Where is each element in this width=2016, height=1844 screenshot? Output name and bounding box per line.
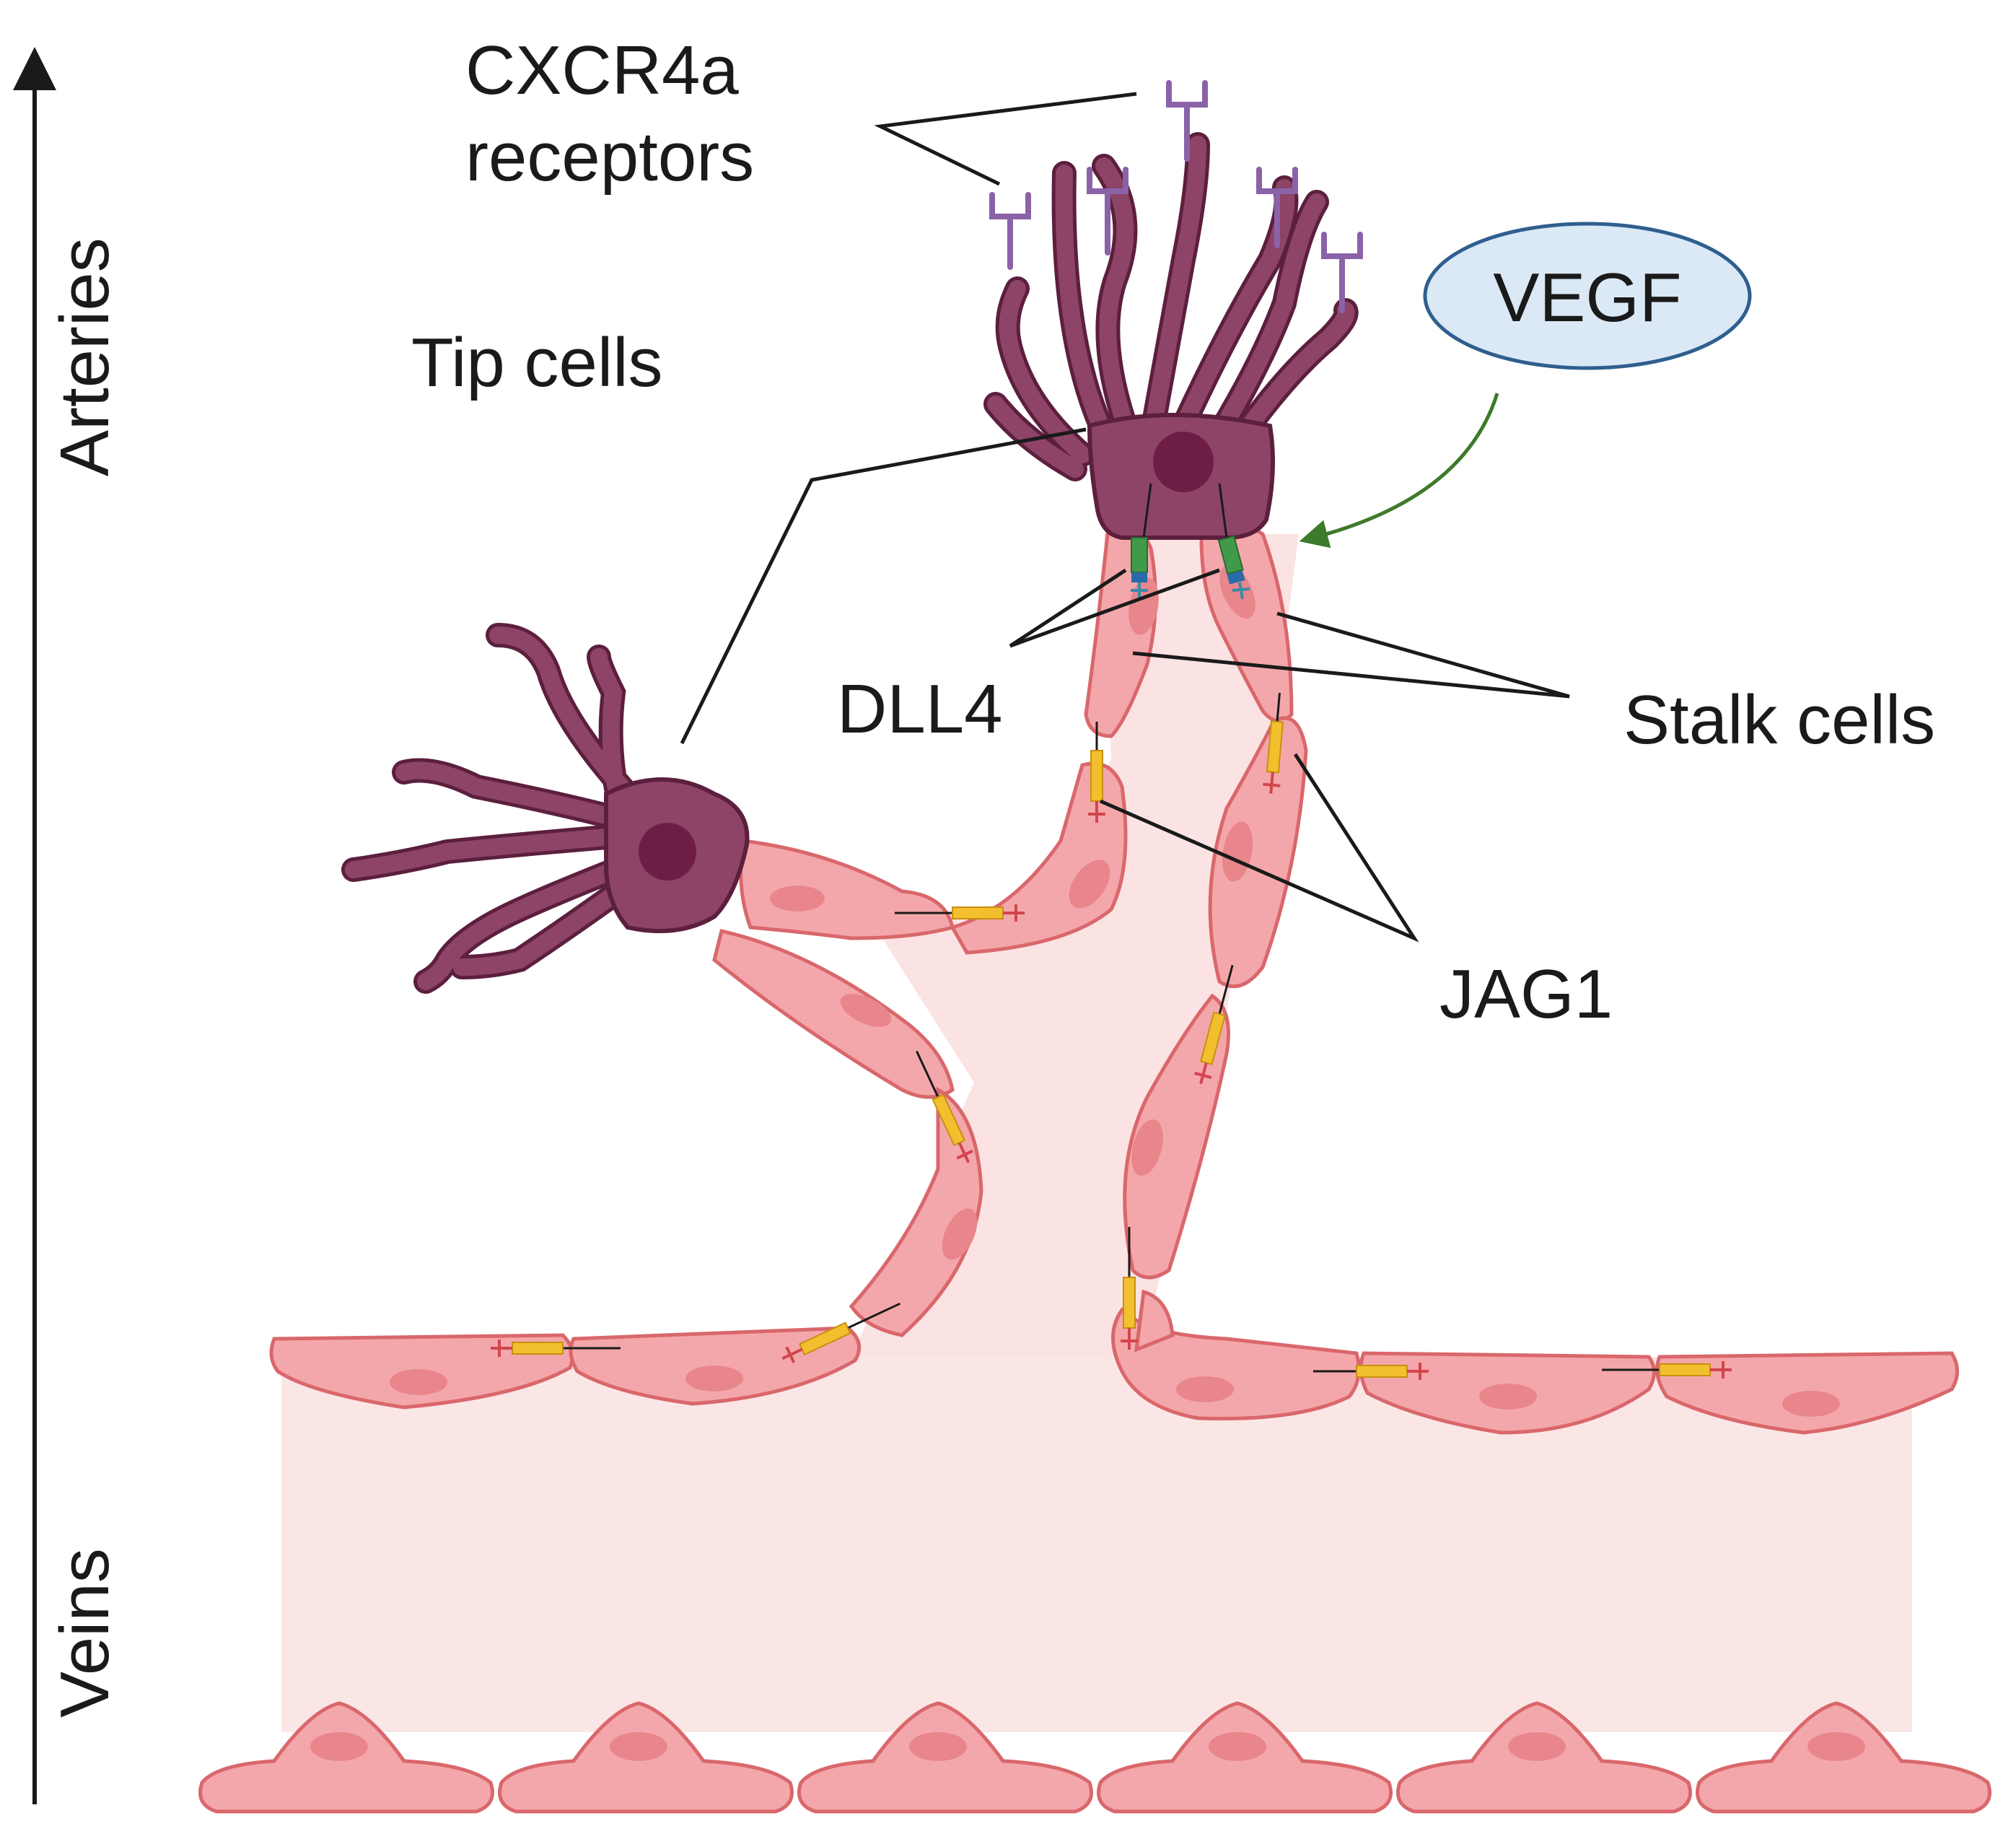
receptor-icon: [1256, 167, 1298, 248]
left-stalk-cell-4: [849, 1086, 983, 1337]
tip-cell-left-nucleus: [639, 823, 696, 881]
jag1-marker: [916, 1050, 973, 1163]
tip-cell-top-nucleus: [1153, 432, 1214, 492]
receptor-icon: [1087, 167, 1128, 255]
dll4-markers: [1131, 483, 1250, 600]
dll4-label: DLL4: [837, 670, 1003, 748]
left-stalk-cell-3: [712, 929, 955, 1099]
tip-cells-leader: [680, 427, 1087, 745]
jag1-marker: [1088, 722, 1105, 823]
cxcr4a-label-line1: CXCR4a: [465, 32, 739, 109]
vegf-ellipse: [1423, 222, 1752, 370]
receptor-icon: [1166, 80, 1208, 162]
dll4-marker: [1131, 483, 1152, 599]
tip-cell-top: [983, 132, 1359, 540]
jag1-label: JAG1: [1439, 956, 1613, 1033]
receptor-icon: [989, 192, 1031, 270]
jag1-marker: [1313, 1363, 1429, 1380]
jag1-marker: [1121, 1227, 1138, 1350]
vegf-arrow: [1299, 393, 1499, 549]
stalk-nuclei: [1128, 564, 1255, 1176]
dll4-marker: [1217, 483, 1250, 600]
vein-nuclei: [310, 1732, 1865, 1761]
jag1-marker: [491, 1340, 621, 1357]
cxcr4a-receptors: [989, 80, 1363, 313]
jag1-marker: [1194, 964, 1234, 1085]
stalk-cell-right-2: [1208, 716, 1308, 989]
wall-cell-3: [1111, 1307, 1361, 1421]
leader-lines: [680, 92, 1570, 943]
dll4-leader: [1009, 568, 1220, 648]
jag1-marker: [895, 904, 1025, 922]
jag1-markers: [491, 693, 1732, 1380]
jag1-marker: [1602, 1361, 1732, 1378]
axis-label-arteries: Arteries: [46, 237, 123, 476]
left-stalk-nuclei: [770, 860, 1110, 1260]
left-stalk-cell-1: [739, 839, 955, 940]
cxcr4a-label-line2: receptors: [465, 118, 754, 196]
stalk-cells-label: Stalk cells: [1623, 681, 1935, 759]
stalk-cell-right-4: [1134, 1289, 1175, 1353]
jag1-marker: [1263, 693, 1284, 794]
cxcr4a-leader: [874, 92, 1137, 186]
axis-label-veins: Veins: [46, 1548, 123, 1718]
stalk-cell-right-3: [1123, 993, 1230, 1280]
vegf-label: VEGF: [1493, 259, 1681, 336]
receptor-icon: [1321, 232, 1363, 313]
jag1-leader: [1099, 753, 1419, 943]
tip-cell-left: [341, 623, 750, 994]
stalk-cells-leader: [1132, 611, 1570, 699]
vessel-lumen: [281, 1357, 1912, 1732]
jag1-marker: [781, 1302, 901, 1363]
tip-cells-label: Tip cells: [411, 324, 663, 401]
wall-nuclei: [390, 1365, 1840, 1417]
